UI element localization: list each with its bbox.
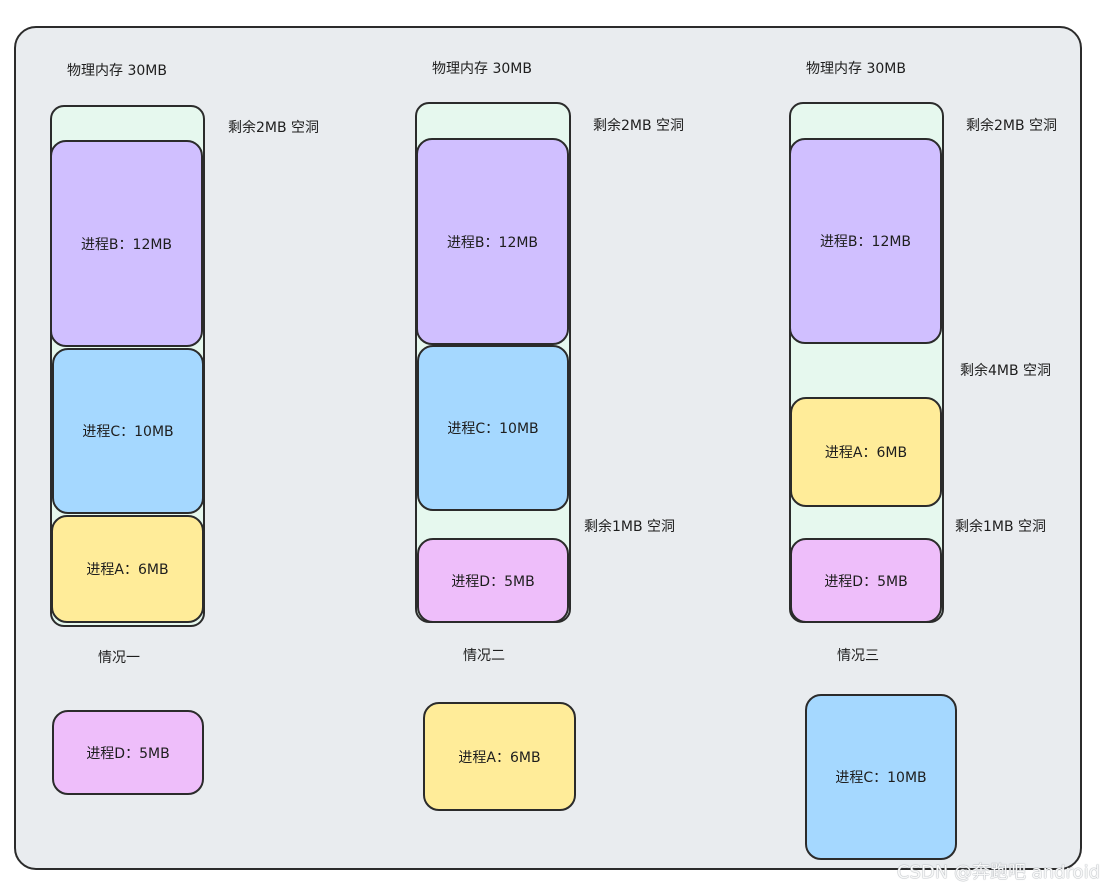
gap-label-bottom-2: 剩余1MB 空洞 xyxy=(584,519,676,535)
gap-label-top-1: 剩余2MB 空洞 xyxy=(228,120,320,136)
case-caption-3: 情况三 xyxy=(837,648,879,664)
process-b-block-1: 进程B：12MB xyxy=(50,140,203,347)
memory-title-1: 物理内存 30MB xyxy=(67,63,167,79)
process-b-block-2: 进程B：12MB xyxy=(416,138,569,345)
gap-label-bottom-3: 剩余1MB 空洞 xyxy=(955,519,1047,535)
watermark: CSDN @奔跑吧 android xyxy=(896,862,1100,883)
case-caption-1: 情况一 xyxy=(98,650,140,666)
process-a-block-3: 进程A：6MB xyxy=(790,397,942,507)
incoming-process-a-block: 进程A：6MB xyxy=(423,702,576,811)
process-d-block-3: 进程D：5MB xyxy=(790,538,942,623)
incoming-process-c-block: 进程C：10MB xyxy=(805,694,957,860)
memory-title-2: 物理内存 30MB xyxy=(432,61,532,77)
case-caption-2: 情况二 xyxy=(463,648,505,664)
incoming-process-d-block: 进程D：5MB xyxy=(52,710,204,795)
process-d-block-2: 进程D：5MB xyxy=(417,538,569,623)
process-c-block-2: 进程C：10MB xyxy=(417,345,569,511)
gap-label-top-2: 剩余2MB 空洞 xyxy=(593,118,685,134)
process-c-block-1: 进程C：10MB xyxy=(52,348,204,514)
gap-label-middle-3: 剩余4MB 空洞 xyxy=(960,363,1052,379)
memory-title-3: 物理内存 30MB xyxy=(806,61,906,77)
gap-label-top-3: 剩余2MB 空洞 xyxy=(966,118,1058,134)
process-a-block-1: 进程A：6MB xyxy=(51,515,204,623)
process-b-block-3: 进程B：12MB xyxy=(789,138,942,344)
